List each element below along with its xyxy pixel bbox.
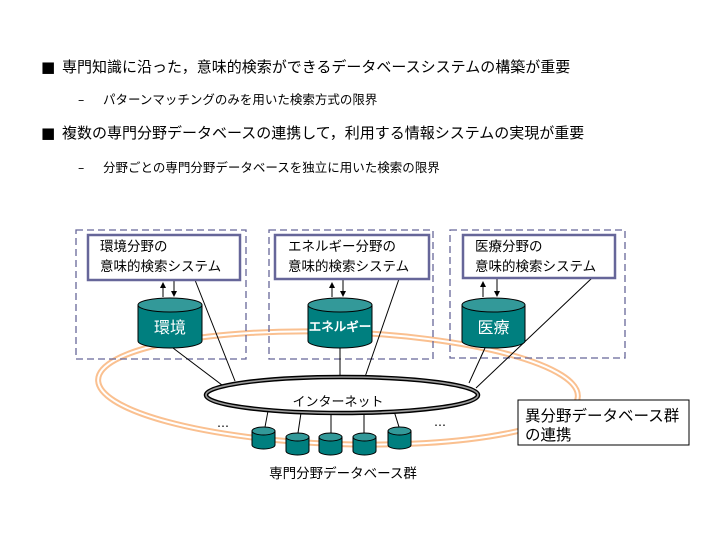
sub-bullet-text: パターンマッチングのみを用いた検索方式の限界	[103, 92, 378, 107]
small-database-2	[285, 432, 310, 456]
database-cylinder-top	[285, 432, 310, 442]
database-cylinder-icon	[285, 436, 310, 456]
dash-bullet-icon: –	[78, 92, 85, 107]
system-title-line2: 意味的検索システム	[288, 258, 409, 275]
database-cylinder-top	[387, 426, 412, 436]
network-links	[172, 277, 593, 434]
database-label: 環境	[154, 318, 186, 337]
small-database-5	[387, 426, 412, 450]
internet-ellipse-inner	[205, 376, 479, 414]
database-label: エネルギー	[309, 319, 372, 334]
link-system-medical	[475, 277, 593, 389]
system-box-energy: エネルギー分野の 意味的検索システム	[273, 233, 431, 281]
system-box-frame	[461, 233, 617, 280]
system-box-frame	[273, 233, 431, 281]
square-bullet-icon: ■	[41, 58, 56, 76]
system-title-line1: 環境分野の	[100, 239, 168, 255]
callout-line2: の連携	[525, 426, 572, 444]
database-cylinder-icon	[352, 436, 377, 456]
database-cylinder-icon	[137, 304, 203, 349]
system-title-line2: 意味的検索システム	[100, 258, 221, 275]
system-box-environment: 環境分野の 意味的検索システム	[86, 233, 242, 282]
bullet-text: 複数の専門分野データベースの連携して，利用する情報システムの実現が重要	[62, 124, 585, 142]
square-bullet-icon: ■	[41, 124, 56, 142]
database-cylinder-top	[307, 297, 373, 313]
system-frame-environment	[75, 229, 247, 360]
database-cylinder-top	[461, 297, 526, 313]
database-environment: 環境	[137, 297, 203, 349]
federation-callout: 異分野データベース群 の連携	[517, 399, 690, 446]
specialized-database-group: … … 専門分野データベース群	[217, 415, 446, 482]
sub-bullet-text: 分野ごとの専門分野データベースを独立に用いた検索の限界	[103, 160, 440, 175]
system-db-arrows	[160, 279, 500, 297]
system-title-line2: 意味的検索システム	[475, 258, 596, 275]
database-energy: エネルギー	[307, 297, 373, 349]
bullet-text: 専門知識に沿った，意味的検索ができるデータベースシステムの構築が重要	[62, 58, 571, 76]
ellipsis-left: …	[217, 416, 229, 430]
database-cylinder-icon	[461, 304, 526, 349]
internet-label: インターネット	[292, 395, 383, 410]
link-db-medical	[468, 347, 486, 384]
database-cylinder-top	[352, 432, 377, 442]
system-box-frame	[86, 233, 242, 282]
system-box-medical: 医療分野の 意味的検索システム	[461, 233, 617, 280]
system-frame-medical	[449, 229, 626, 359]
small-database-1	[251, 426, 276, 450]
system-frame-energy	[268, 229, 434, 360]
database-group-label: 専門分野データベース群	[269, 465, 417, 482]
small-database-3	[318, 432, 343, 456]
database-cylinder-icon	[387, 430, 412, 450]
link-system-environment	[194, 279, 236, 382]
link-small-db-1	[264, 410, 269, 428]
database-cylinder-icon	[307, 304, 373, 349]
small-database-4	[352, 432, 377, 456]
dash-bullet-icon: –	[78, 160, 85, 175]
database-medical: 医療	[461, 297, 526, 349]
link-db-environment	[172, 347, 223, 386]
database-label: 医療	[477, 318, 509, 337]
system-title-line1: 医療分野の	[475, 238, 543, 255]
internet-node: インターネット	[203, 374, 481, 416]
callout-line1: 異分野データベース群	[525, 406, 679, 425]
link-system-energy	[364, 278, 400, 378]
database-cylinder-icon	[318, 436, 343, 456]
database-cylinder-top	[318, 432, 343, 442]
link-small-db-2	[297, 412, 302, 434]
callout-frame	[517, 399, 690, 446]
ellipsis-right: …	[434, 415, 446, 429]
system-title-line1: エネルギー分野の	[288, 239, 396, 255]
database-cylinder-icon	[251, 430, 276, 450]
database-cylinder-top	[251, 426, 276, 436]
database-cylinder-top	[137, 297, 203, 313]
